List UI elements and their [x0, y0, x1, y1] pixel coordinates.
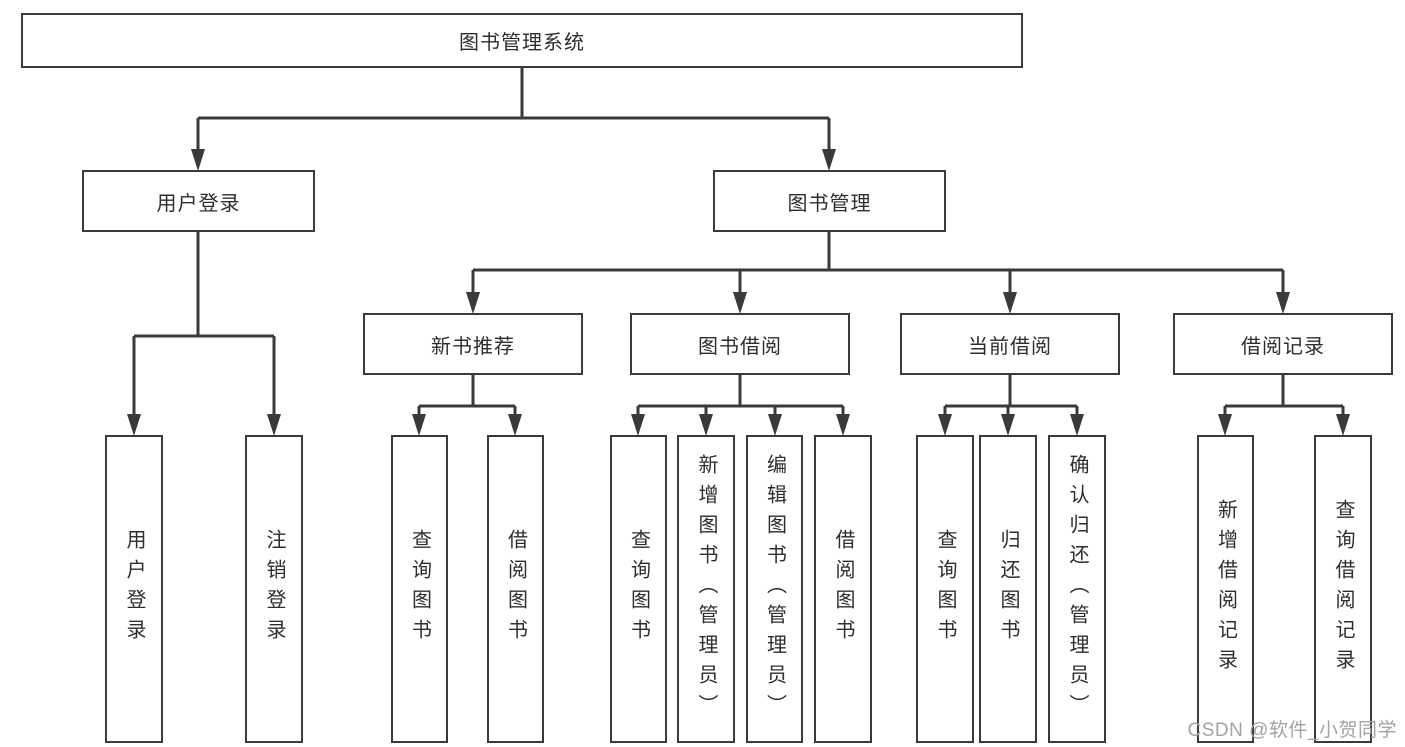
node-label: 图书借阅	[698, 335, 782, 358]
leaf-add-borrow-record: 新增借阅记录	[1197, 435, 1254, 743]
leaf-label: 查询借阅记录	[1332, 499, 1354, 679]
csdn-watermark: CSDN @软件_小贺同学	[1187, 720, 1397, 741]
arrowheads	[127, 149, 1350, 436]
leaf-label: 新增借阅记录	[1214, 499, 1237, 679]
leaf-user-login: 用户登录	[105, 435, 163, 743]
leaf-query-borrow-record: 查询借阅记录	[1314, 435, 1372, 743]
leaf-query-books: 查询图书	[391, 435, 448, 743]
leaf-label: 借阅图书	[832, 529, 854, 649]
node-label: 图书管理系统	[459, 32, 585, 54]
leaf-label: 归还图书	[997, 529, 1019, 649]
leaf-label: 用户登录	[123, 529, 145, 649]
node-label: 图书管理	[787, 192, 872, 215]
leaf-label: 编辑图书（管理员）	[763, 454, 786, 724]
leaf-logout: 注销登录	[245, 435, 303, 743]
leaf-query-books: 查询图书	[916, 435, 974, 743]
node-label: 新书推荐	[431, 335, 515, 358]
node-user-login: 用户登录	[82, 170, 315, 232]
leaf-confirm-return-admin: 确认归还（管理员）	[1048, 435, 1106, 743]
leaf-borrow-books: 借阅图书	[487, 435, 544, 743]
node-label: 当前借阅	[968, 335, 1052, 358]
leaf-query-books: 查询图书	[610, 435, 667, 743]
leaf-label: 注销登录	[263, 529, 285, 649]
leaf-label: 查询图书	[627, 529, 650, 649]
leaf-label: 查询图书	[934, 529, 956, 649]
node-root-system: 图书管理系统	[21, 13, 1023, 68]
node-book-management: 图书管理	[713, 170, 946, 232]
leaf-label: 借阅图书	[504, 529, 527, 649]
leaf-add-books-admin: 新增图书（管理员）	[677, 435, 735, 743]
node-new-book-recommend: 新书推荐	[363, 313, 583, 375]
leaf-borrow-books: 借阅图书	[814, 435, 872, 743]
leaf-return-books: 归还图书	[979, 435, 1037, 743]
leaf-edit-books-admin: 编辑图书（管理员）	[746, 435, 803, 743]
leaf-label: 新增图书（管理员）	[695, 454, 717, 724]
node-borrowing-records: 借阅记录	[1173, 313, 1393, 375]
node-book-borrowing: 图书借阅	[630, 313, 850, 375]
node-label: 用户登录	[156, 192, 241, 215]
node-label: 借阅记录	[1241, 335, 1325, 358]
node-current-borrowing: 当前借阅	[900, 313, 1120, 375]
leaf-label: 确认归还（管理员）	[1066, 454, 1088, 724]
leaf-label: 查询图书	[408, 529, 431, 649]
